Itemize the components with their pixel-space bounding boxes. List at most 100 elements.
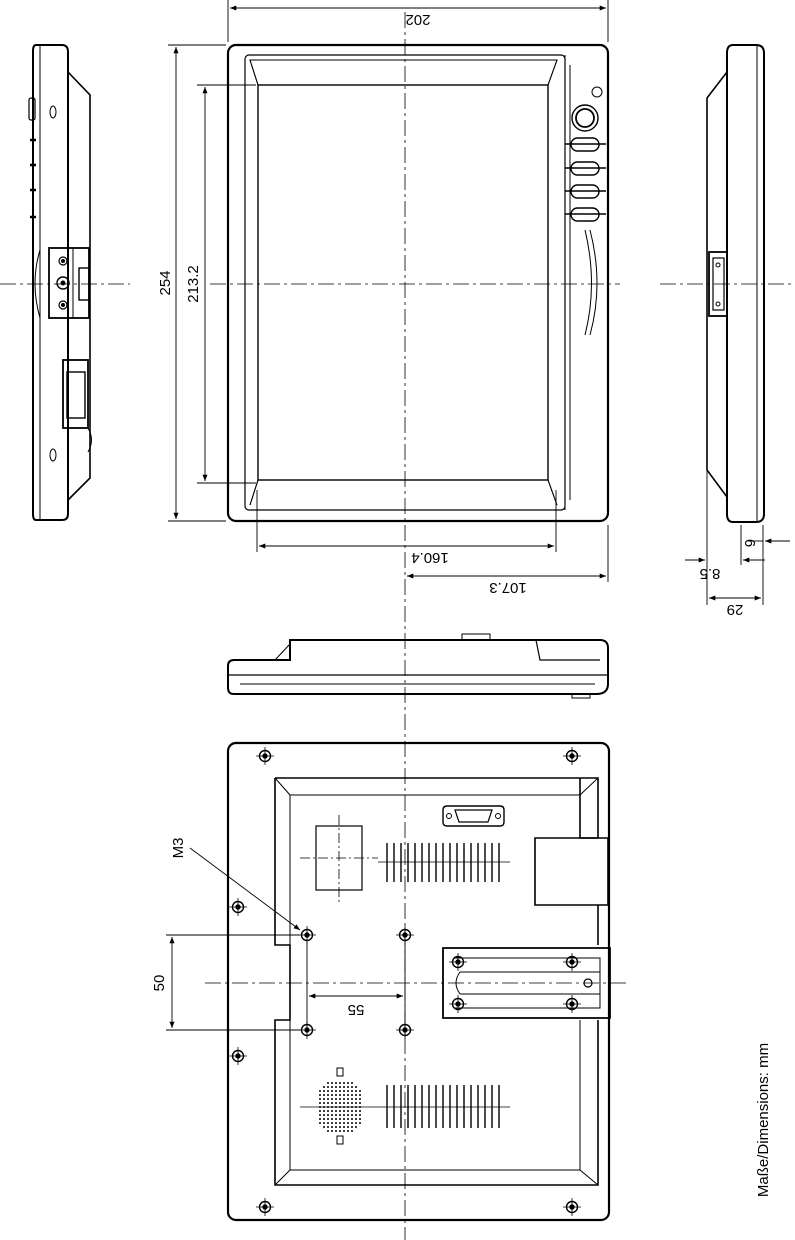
grille-dot [327, 1090, 329, 1092]
grille-dot [335, 1102, 337, 1104]
rear-dimensions [166, 847, 406, 1031]
grille-dot [355, 1118, 357, 1120]
grille-dot [327, 1082, 329, 1084]
grille-dot [339, 1126, 341, 1128]
grille-dot [359, 1094, 361, 1096]
dim-107-3: 107.3 [489, 579, 527, 596]
grille-dot [351, 1106, 353, 1108]
dim-254: 254 [157, 270, 174, 295]
grille-dot [347, 1118, 349, 1120]
grille-dot [327, 1102, 329, 1104]
grille-dot [339, 1094, 341, 1096]
grille-dot [323, 1090, 325, 1092]
grille-dot [335, 1118, 337, 1120]
grille-dot [347, 1126, 349, 1128]
grille-dot [347, 1106, 349, 1108]
grille-dot [335, 1098, 337, 1100]
grille-dot [339, 1118, 341, 1120]
dim-8-5: 8.5 [700, 565, 721, 582]
grille-dot [323, 1110, 325, 1112]
grille-dot [335, 1106, 337, 1108]
grille-dot [323, 1114, 325, 1116]
grille-dot [343, 1090, 345, 1092]
grille-dot [327, 1130, 329, 1132]
grille-dot [343, 1106, 345, 1108]
grille-dot [335, 1114, 337, 1116]
grille-dot [323, 1094, 325, 1096]
grille-dot [323, 1106, 325, 1108]
grille-dot [359, 1098, 361, 1100]
grille-dot [323, 1086, 325, 1088]
grille-dot [347, 1102, 349, 1104]
grille-dot [351, 1094, 353, 1096]
grille-dot [339, 1106, 341, 1108]
grille-dot [359, 1102, 361, 1104]
grille-dot [331, 1098, 333, 1100]
grille-dot [319, 1090, 321, 1092]
grille-dot [327, 1114, 329, 1116]
grille-dot [359, 1106, 361, 1108]
grille-dot [335, 1094, 337, 1096]
side-dimensions [685, 470, 790, 605]
grille-dot [351, 1090, 353, 1092]
grille-dot [335, 1126, 337, 1128]
units-note: Maße/Dimensions: mm [755, 1043, 772, 1197]
grille-dot [359, 1110, 361, 1112]
grille-dot [343, 1118, 345, 1120]
grille-dot [339, 1110, 341, 1112]
dim-29: 29 [727, 601, 744, 618]
grille-dot [319, 1110, 321, 1112]
dim-55: 55 [348, 1001, 365, 1018]
grille-dot [355, 1098, 357, 1100]
grille-dot [351, 1118, 353, 1120]
grille-dot [355, 1094, 357, 1096]
grille-dot [359, 1090, 361, 1092]
grille-dot [351, 1086, 353, 1088]
grille-dot [327, 1098, 329, 1100]
grille-dot [335, 1082, 337, 1084]
grille-dot [327, 1118, 329, 1120]
grille-dot [331, 1114, 333, 1116]
grille-dot [331, 1082, 333, 1084]
dim-50: 50 [151, 975, 168, 992]
rear-vents [300, 843, 510, 1128]
grille-dot [347, 1082, 349, 1084]
grille-dot [335, 1130, 337, 1132]
grille-dot [343, 1122, 345, 1124]
grille-dot [327, 1094, 329, 1096]
grille-dot [323, 1126, 325, 1128]
grille-dot [339, 1122, 341, 1124]
grille-dot [339, 1114, 341, 1116]
grille-dot [319, 1122, 321, 1124]
front-dimensions [168, 0, 609, 582]
grille-dot [359, 1118, 361, 1120]
grille-dot [319, 1106, 321, 1108]
dim-160-4: 160.4 [411, 549, 449, 566]
grille-dot [331, 1102, 333, 1104]
grille-dot [355, 1106, 357, 1108]
grille-dot [355, 1086, 357, 1088]
grille-dot [327, 1122, 329, 1124]
grille-dot [355, 1114, 357, 1116]
grille-dot [347, 1130, 349, 1132]
grille-dot [331, 1094, 333, 1096]
thread-m3: M3 [170, 838, 187, 859]
grille-dot [343, 1130, 345, 1132]
grille-dot [347, 1098, 349, 1100]
rear-view [226, 741, 611, 1222]
grille-dot [331, 1090, 333, 1092]
grille-dot [339, 1130, 341, 1132]
grille-dot [351, 1114, 353, 1116]
grille-dot [355, 1110, 357, 1112]
grille-dot [331, 1110, 333, 1112]
grille-dot [351, 1122, 353, 1124]
grille-dot [359, 1114, 361, 1116]
center-lines [0, 12, 795, 1240]
grille-dot [343, 1094, 345, 1096]
grille-dot [351, 1098, 353, 1100]
grille-dot [347, 1094, 349, 1096]
grille-dot [355, 1122, 357, 1124]
grille-dot [351, 1130, 353, 1132]
grille-dot [343, 1126, 345, 1128]
grille-dot [351, 1110, 353, 1112]
